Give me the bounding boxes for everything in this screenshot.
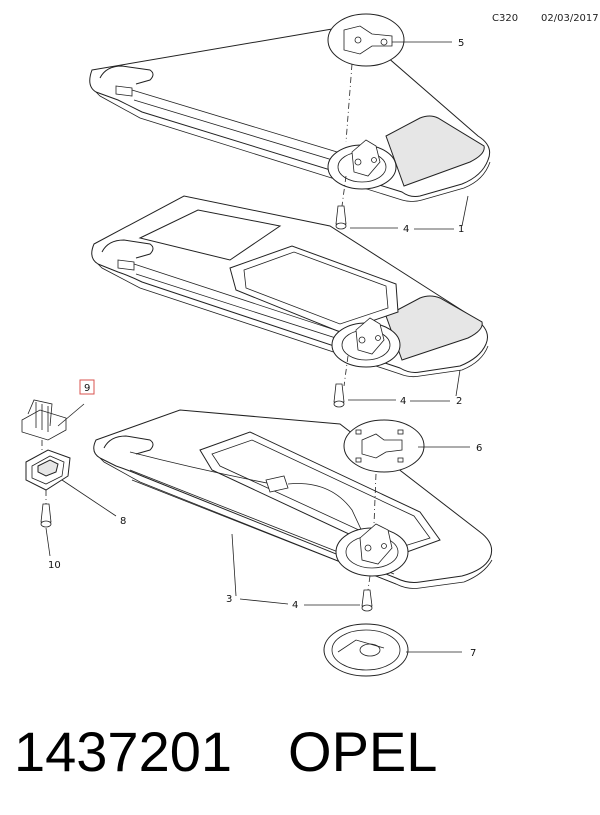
mounting-cover-6	[343, 419, 425, 473]
callout-4-middle: 4	[400, 396, 406, 407]
callout-9-highlight-box	[79, 379, 95, 395]
mounting-cover-5	[327, 13, 405, 67]
sun-visor-3	[93, 409, 493, 589]
retainer-clip-9	[21, 399, 67, 441]
callout-6: 6	[476, 443, 482, 454]
sun-visor-2	[91, 195, 489, 378]
callout-4-lower: 4	[292, 600, 298, 611]
diagram-code: C320	[492, 13, 519, 24]
callout-8: 8	[120, 516, 126, 527]
callout-5: 5	[458, 38, 464, 49]
screw-10	[40, 503, 52, 528]
screw-4-upper	[335, 205, 347, 230]
callout-7: 7	[470, 648, 476, 659]
callout-4-upper: 4	[403, 224, 409, 235]
callout-3: 3	[226, 594, 232, 605]
brand-name: OPEL	[288, 720, 438, 783]
callout-2: 2	[456, 396, 462, 407]
sun-visor-1	[89, 26, 491, 202]
screw-4-lower	[361, 589, 373, 612]
callout-9: 9	[84, 383, 90, 394]
lamp-cover-7	[323, 623, 409, 677]
callout-10: 10	[48, 560, 61, 571]
footer: 1437201 OPEL	[14, 712, 594, 792]
clip-holder-8	[25, 449, 71, 491]
callout-1: 1	[458, 224, 464, 235]
part-number: 1437201	[14, 720, 233, 783]
screw-4-middle	[333, 383, 345, 408]
diagram-date: 02/03/2017	[541, 13, 599, 24]
exploded-parts-diagram: 5 4 1 4 2 6 3 4 7 8 10 9	[21, 13, 493, 677]
